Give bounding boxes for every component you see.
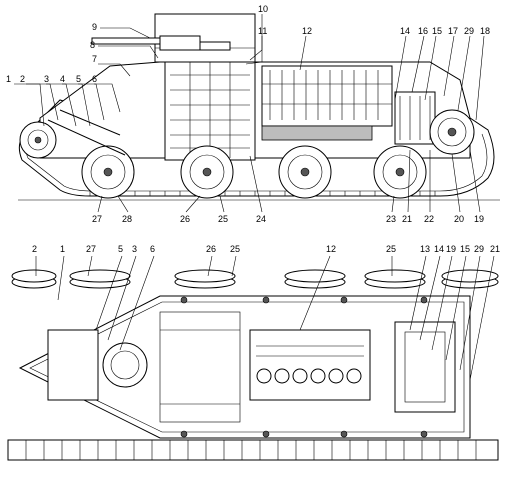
- top-label-3: 3: [132, 244, 137, 254]
- label-25: 25: [218, 214, 228, 224]
- label-3: 3: [44, 74, 49, 84]
- track-outline: [18, 99, 495, 197]
- label-11: 11: [258, 26, 267, 36]
- label-17: 17: [448, 26, 458, 36]
- label-18: 18: [480, 26, 490, 36]
- label-5: 5: [76, 74, 81, 84]
- top-label-2: 2: [32, 244, 37, 254]
- main-gun: [91, 37, 161, 45]
- road-wheels-side: [81, 145, 427, 199]
- top-label-29: 29: [474, 244, 484, 254]
- top-label-27: 27: [86, 244, 96, 254]
- label-6: 6: [92, 74, 97, 84]
- label-15: 15: [432, 26, 442, 36]
- side-view: 1 2 3 4 5 6 7 8 9 10 11 12 14 16 15 17 2…: [6, 4, 500, 224]
- top-view: 2 1 27 5 3 6 26 25 12 25 13 14 19 15 29 …: [7, 244, 500, 461]
- top-label-13: 13: [420, 244, 430, 254]
- side-leader-lines: [14, 14, 485, 213]
- label-2: 2: [20, 74, 25, 84]
- label-14: 14: [400, 26, 410, 36]
- machine-gun: [199, 41, 231, 51]
- gun-mantlet: [159, 35, 201, 51]
- label-7: 7: [92, 54, 97, 64]
- top-label-15: 15: [460, 244, 470, 254]
- top-labels: 2 1 27 5 3 6 26 25 12 25 13 14 19 15 29 …: [32, 244, 500, 254]
- label-29: 29: [464, 26, 474, 36]
- label-8: 8: [90, 40, 95, 50]
- side-labels: 1 2 3 4 5 6 7 8 9 10 11 12 14 16 15 17 2…: [6, 4, 490, 224]
- fighting-compartment-top: [159, 311, 241, 423]
- top-label-25: 25: [230, 244, 240, 254]
- bow-compartment: [47, 329, 99, 401]
- engine-top: [249, 329, 371, 401]
- transmission-top: [394, 321, 456, 413]
- top-label-25b: 25: [386, 244, 396, 254]
- label-10: 10: [258, 4, 268, 14]
- top-label-19: 19: [446, 244, 456, 254]
- gearbox: [394, 91, 436, 145]
- hull-bolts: [180, 296, 428, 438]
- top-label-12: 12: [326, 244, 336, 254]
- front-suspension: [47, 119, 126, 156]
- top-label-14: 14: [434, 244, 444, 254]
- label-27: 27: [92, 214, 102, 224]
- driver-hatch: [102, 342, 148, 388]
- label-16: 16: [418, 26, 428, 36]
- top-leader-lines: [35, 255, 495, 381]
- label-22: 22: [424, 214, 434, 224]
- top-label-6: 6: [150, 244, 155, 254]
- label-24: 24: [256, 214, 266, 224]
- label-1: 1: [6, 74, 11, 84]
- label-28: 28: [122, 214, 132, 224]
- top-label-1: 1: [60, 244, 65, 254]
- label-9: 9: [92, 22, 97, 32]
- road-wheels-top: [11, 269, 499, 289]
- top-label-26: 26: [206, 244, 216, 254]
- label-26: 26: [180, 214, 190, 224]
- top-label-21: 21: [490, 244, 500, 254]
- top-label-5: 5: [118, 244, 123, 254]
- label-21: 21: [402, 214, 412, 224]
- engine-side: [261, 65, 393, 141]
- label-19: 19: [474, 214, 484, 224]
- track-top: [7, 439, 499, 461]
- label-23: 23: [386, 214, 396, 224]
- label-4: 4: [60, 74, 65, 84]
- label-12: 12: [302, 26, 312, 36]
- label-20: 20: [454, 214, 464, 224]
